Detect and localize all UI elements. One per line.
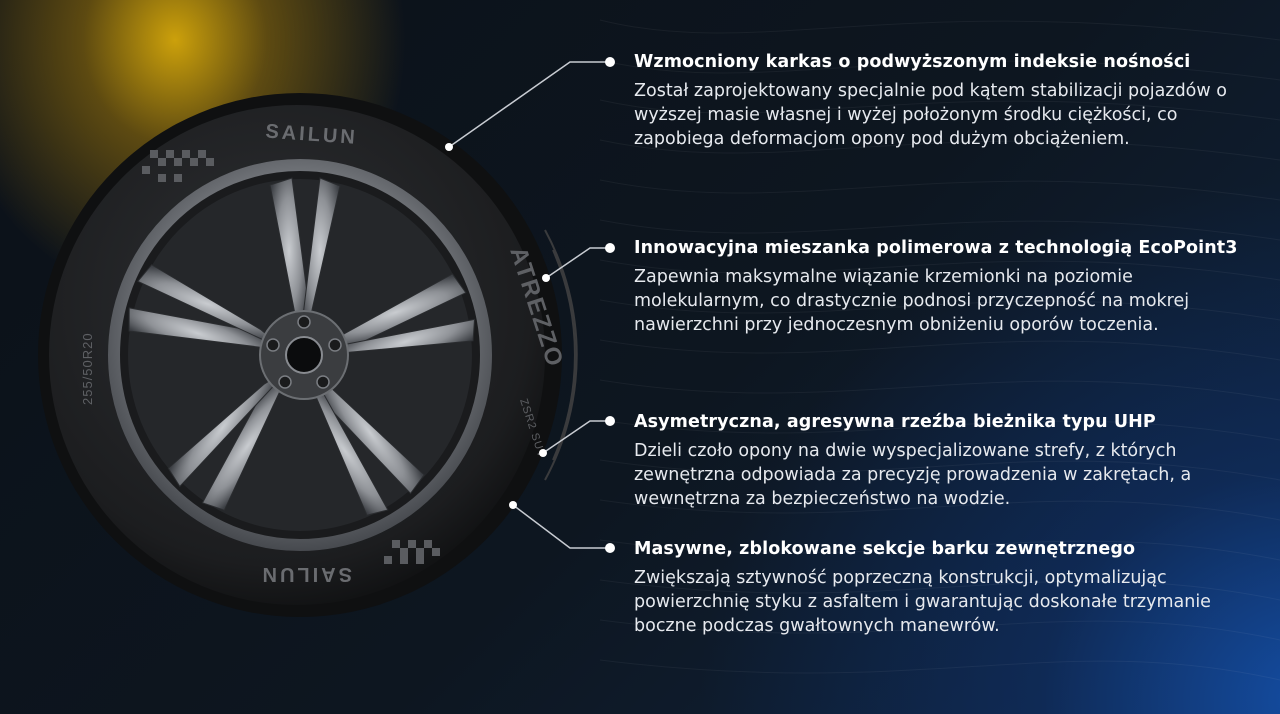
tire-brand-bottom: SAILUN <box>260 563 352 585</box>
rim-lip <box>108 159 492 551</box>
feature-description: Został zaprojektowany specjalnie pod kąt… <box>634 81 1227 149</box>
checker-pattern-top <box>142 150 214 182</box>
feature-description: Zapewnia maksymalne wiązanie krzemionki … <box>634 267 1190 335</box>
tread-grooves <box>544 229 578 481</box>
feature-polymer-compound: Innowacyjna mieszanka polimerowa z techn… <box>634 237 1244 337</box>
feature-title: Innowacyjna mieszanka polimerowa z techn… <box>634 238 1238 258</box>
rim-spokes <box>128 177 476 516</box>
center-bore <box>285 336 323 374</box>
lug-nuts <box>266 315 342 389</box>
tire-size: 255/50R20 <box>80 332 95 405</box>
feature-reinforced-carcass: Wzmocniony karkas o podwyższonym indeksi… <box>634 51 1244 151</box>
callout-dots <box>445 57 615 553</box>
callout-lines <box>448 61 610 549</box>
feature-title: Masywne, zblokowane sekcje barku zewnętr… <box>634 539 1136 559</box>
feature-description: Dzieli czoło opony na dwie wyspecjalizow… <box>634 441 1192 509</box>
feature-title: Asymetryczna, agresywna rzeźba bieżnika … <box>634 412 1156 432</box>
feature-title: Wzmocniony karkas o podwyższonym indeksi… <box>634 52 1191 72</box>
feature-description: Zwiększają sztywność poprzeczną konstruk… <box>634 568 1211 636</box>
feature-shoulder-blocks: Masywne, zblokowane sekcje barku zewnętr… <box>634 538 1244 638</box>
feature-asymmetric-tread: Asymetryczna, agresywna rzeźba bieżnika … <box>634 411 1244 511</box>
checker-pattern-bottom <box>384 540 440 564</box>
